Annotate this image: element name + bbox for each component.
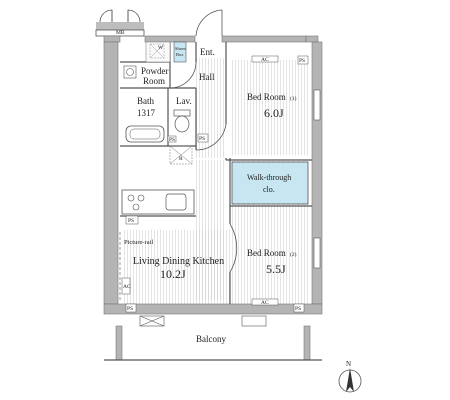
ps-hall: PS [199,136,205,142]
bath-label: Bath [137,96,154,106]
ldk-label: Living Dining Kitchen [133,256,224,267]
lav-label: Lav. [176,96,192,106]
ps-bed1: PS [299,58,305,64]
bathtub-icon [125,125,165,143]
w-cross-icon [149,43,165,59]
powder-sink-icon [123,65,137,79]
bed-room-1-num: (1) [290,95,297,102]
shoes-label: Shoes [175,46,186,51]
doors [169,9,238,273]
ldk-floor-lower [122,230,230,305]
ac-box-bed2 [251,298,279,306]
ac-box-bed1 [251,55,279,63]
ps-box-bed2 [293,303,305,313]
bed-room-2-num: (2) [290,251,297,258]
north-arrow-icon [338,368,362,393]
ac-bed2: AC [261,300,269,306]
balcony-drain-icon [139,315,165,327]
room-label: Room [143,76,165,86]
bath-size: 1317 [137,108,156,118]
toilet-icon [173,109,191,133]
ac-ldk: AC [123,284,131,290]
stove-icon [127,194,145,211]
kitchen-counter [121,189,195,215]
bedroom-1-floor [230,60,308,155]
ac-outdoor-box [241,315,267,327]
r-label: R [179,156,183,162]
walk-through-closet [231,161,309,205]
bed-room-1-label: Bed Room [247,92,286,102]
ps-box-bed1 [297,55,309,65]
hall-label: Hall [199,72,215,82]
clo-label: clo. [263,185,275,194]
ps-bed2: PS [295,306,301,312]
picture-rail-label: Picture-rail [124,239,153,246]
ps-box-balcony [125,303,137,313]
ps-lav: PS [169,137,175,143]
north-label: N [346,360,351,368]
window-bay [95,9,145,37]
bed-room-1-size: 6.0J [264,106,284,120]
box-label: Box [176,52,184,57]
bed-room-2-size: 5.5J [266,262,286,276]
bed-room-2-label: Bed Room [247,248,286,258]
ps-balcony: PS [127,306,133,312]
powder-label: Powder [141,66,169,76]
ac-bed1: AC [261,57,269,63]
ldk-size: 10.2J [160,267,186,281]
walk-through-label: Walk-through [247,173,291,182]
ps-kitchen: PS [128,218,134,224]
w-label: W [158,45,164,51]
ac-box-ldk [121,277,131,295]
shoes-box [173,41,187,63]
refrigerator-icon [169,145,193,165]
ent-label: Ent. [200,47,215,57]
walls [103,35,323,361]
ps-box-kitchen [125,215,139,225]
bedroom-2-floor [232,205,308,305]
kitchen-sink-icon [165,193,187,211]
ps-box-lav [167,135,177,143]
ps-box-hall [197,133,209,143]
mb-label: MB [116,30,125,36]
right-windows [313,89,321,269]
balcony-label: Balcony [196,334,226,344]
